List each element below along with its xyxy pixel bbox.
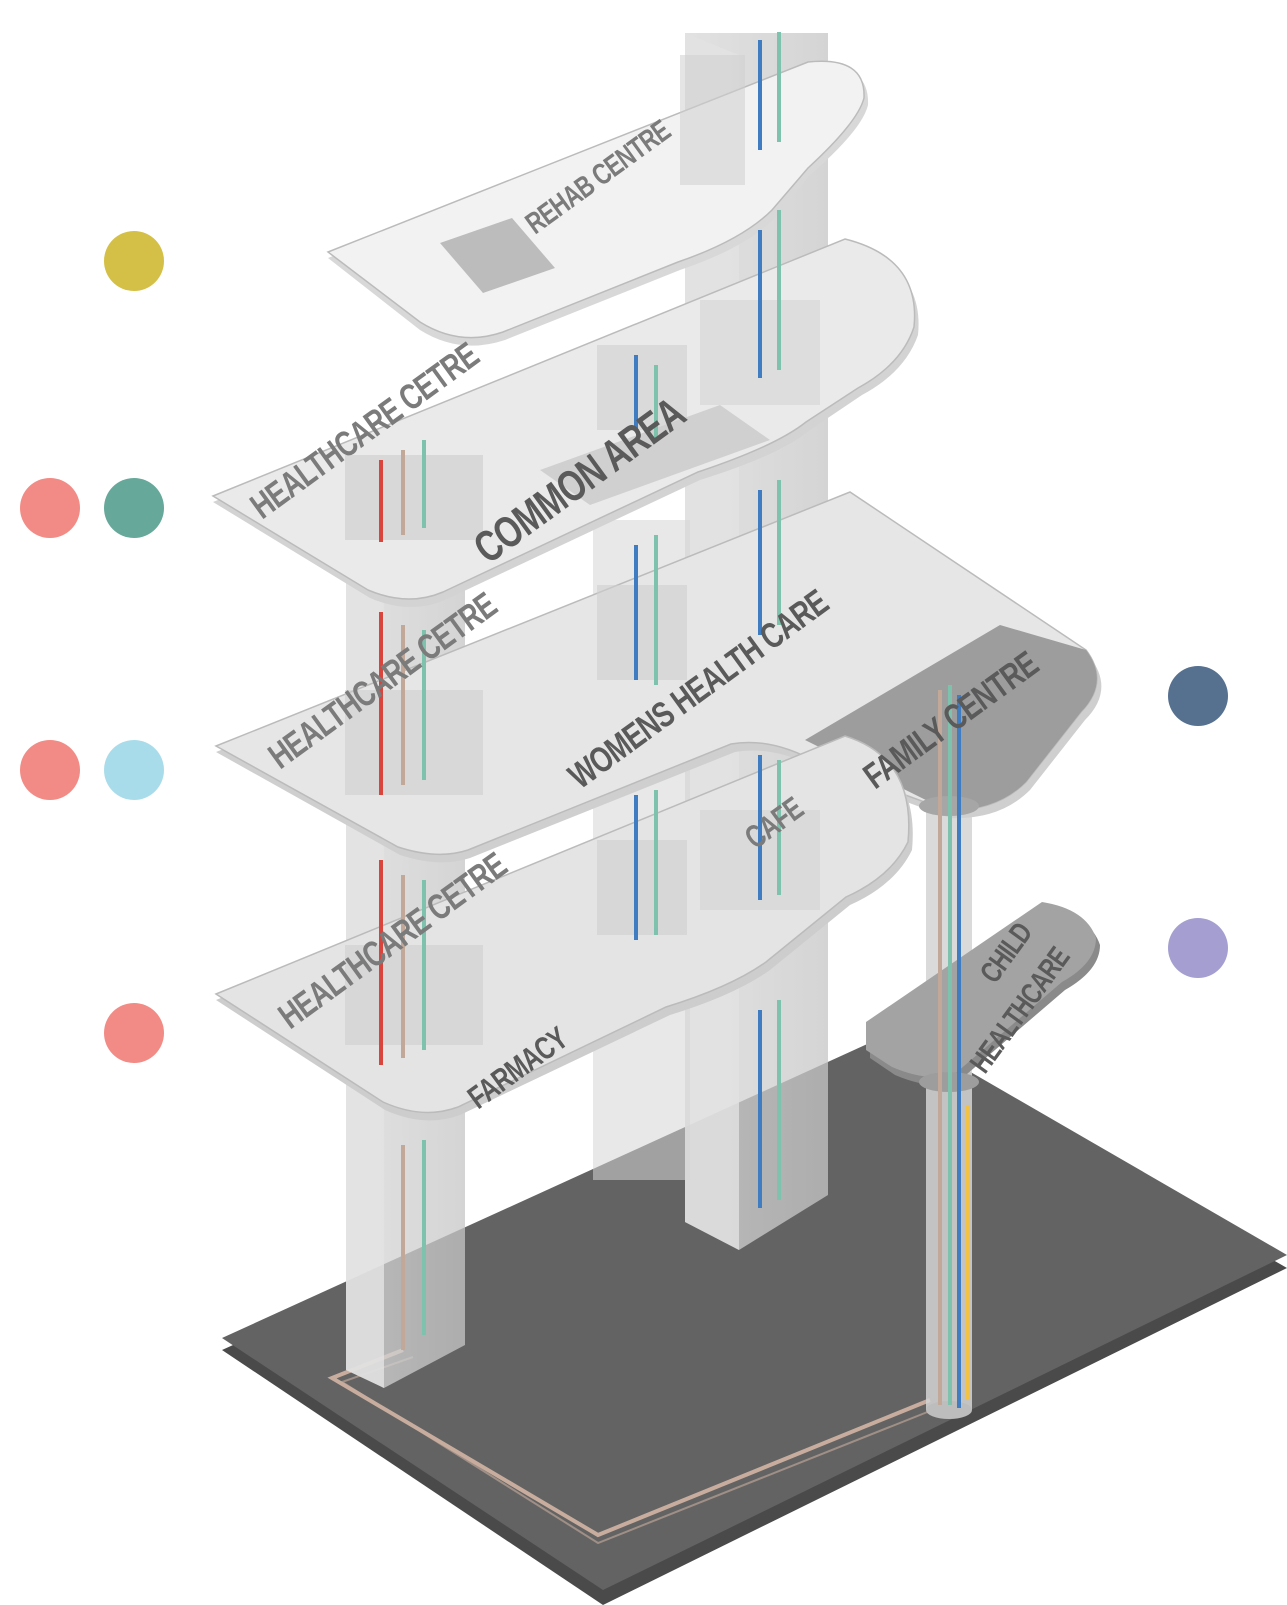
diagram-stage: REHAB CENTRE HEALTHCARE CETRE COMMON ARE…: [0, 0, 1287, 1605]
building-diagram: REHAB CENTRE HEALTHCARE CETRE COMMON ARE…: [0, 0, 1287, 1605]
